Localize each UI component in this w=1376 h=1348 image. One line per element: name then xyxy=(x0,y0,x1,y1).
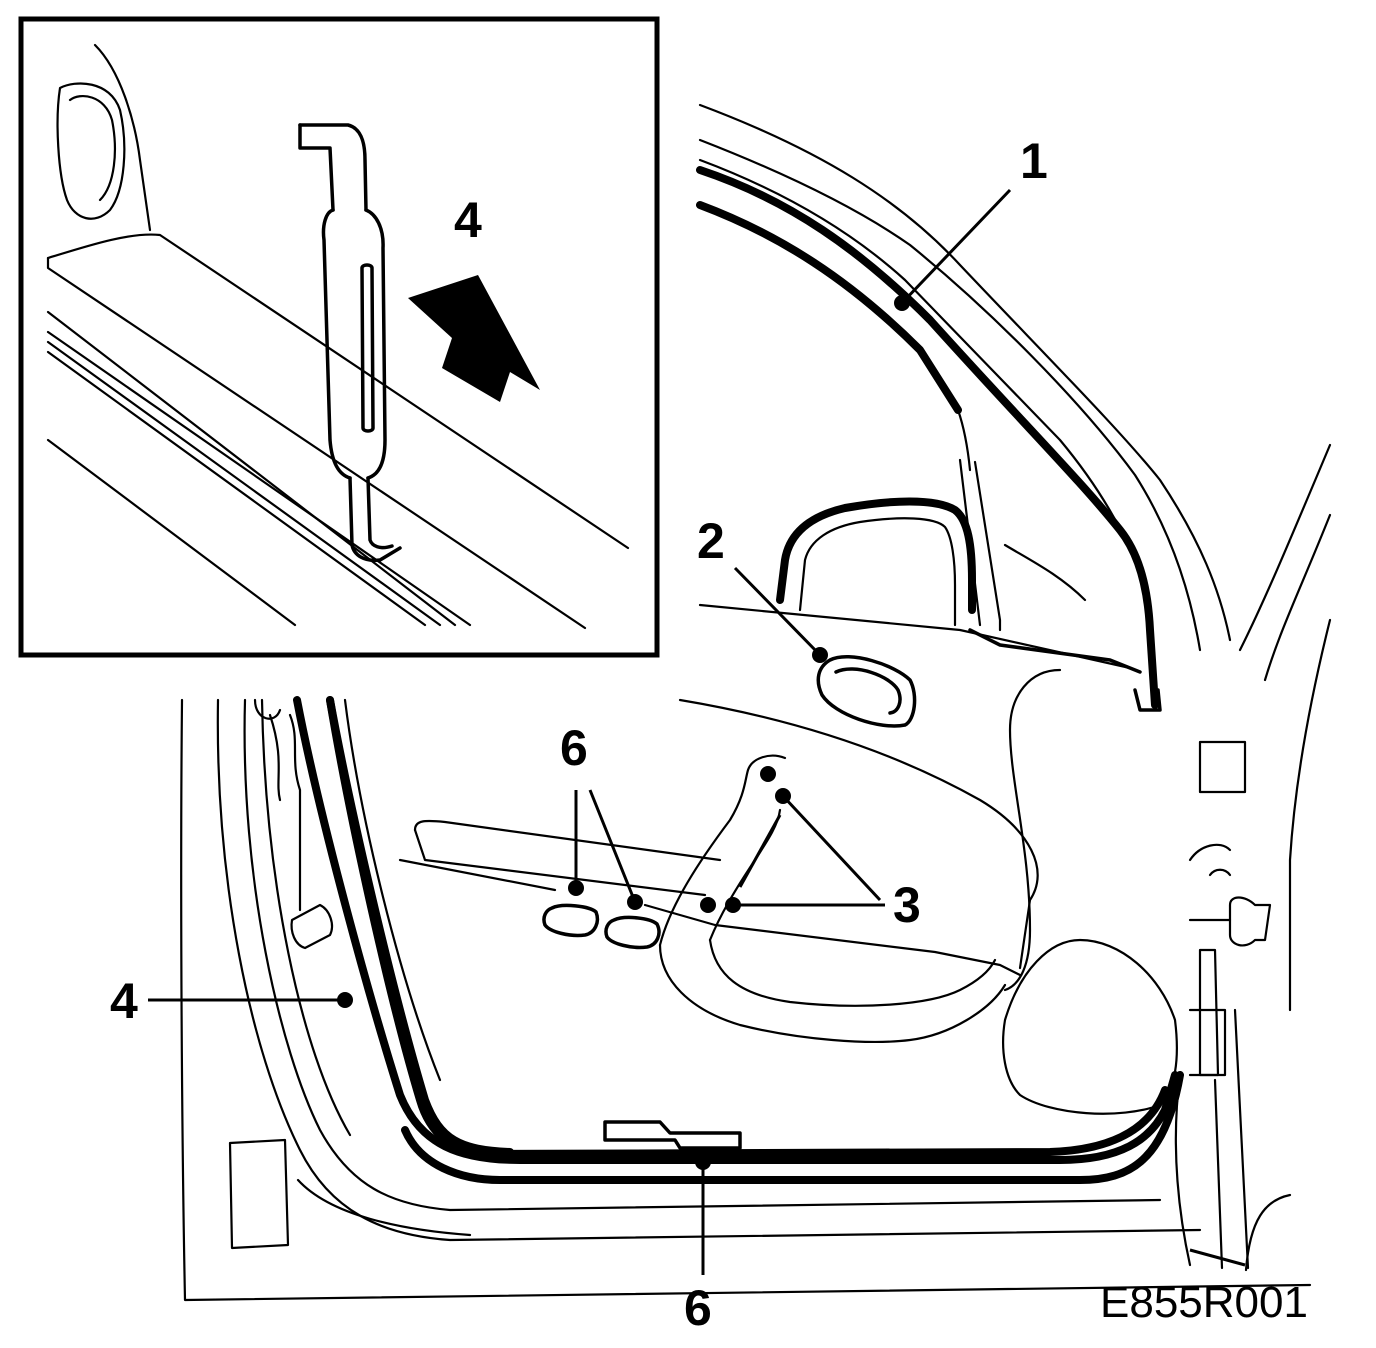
callout-dot-4 xyxy=(337,992,353,1008)
callout-dot-6b xyxy=(627,894,643,910)
callout-labels: 1 2 3 4 6 6 E855R001 xyxy=(110,133,1308,1336)
inset-sill-panel xyxy=(46,233,630,630)
door-speaker xyxy=(1002,938,1178,1115)
callout-6-top: 6 xyxy=(560,720,588,776)
seal-upper xyxy=(696,166,1159,709)
figure-code: E855R001 xyxy=(1100,1278,1308,1327)
callout-1: 1 xyxy=(1020,133,1048,189)
callout-dot-2 xyxy=(812,647,828,663)
callout-dot-6c xyxy=(695,1154,711,1170)
inset-courtesy-lamp xyxy=(56,43,152,232)
inset-detail: 4 xyxy=(18,16,660,658)
inset-up-arrow-icon xyxy=(408,275,540,402)
callout-dot-3c xyxy=(700,897,716,913)
callout-dot-1 xyxy=(894,295,910,311)
callout-dots xyxy=(337,295,910,1170)
door-body xyxy=(180,103,1332,1302)
callout-6-bottom: 6 xyxy=(684,1280,712,1336)
callout-4-main: 4 xyxy=(110,973,138,1029)
seal-lower xyxy=(293,696,1179,1164)
callout-dot-3d xyxy=(725,897,741,913)
clip-slots xyxy=(542,903,661,950)
callout-3: 3 xyxy=(893,877,921,933)
inset-pry-tool xyxy=(298,123,402,563)
callout-dot-3b xyxy=(760,766,776,782)
callout-2: 2 xyxy=(697,513,725,569)
callout-dot-3a xyxy=(775,788,791,804)
leader-lines xyxy=(148,188,1246,1275)
inset-frame xyxy=(18,16,660,658)
callout-dot-6a xyxy=(568,880,584,896)
inner-handle-recess xyxy=(816,655,917,728)
callout-4-inset: 4 xyxy=(454,192,482,248)
armrest-pull xyxy=(398,754,1022,1043)
